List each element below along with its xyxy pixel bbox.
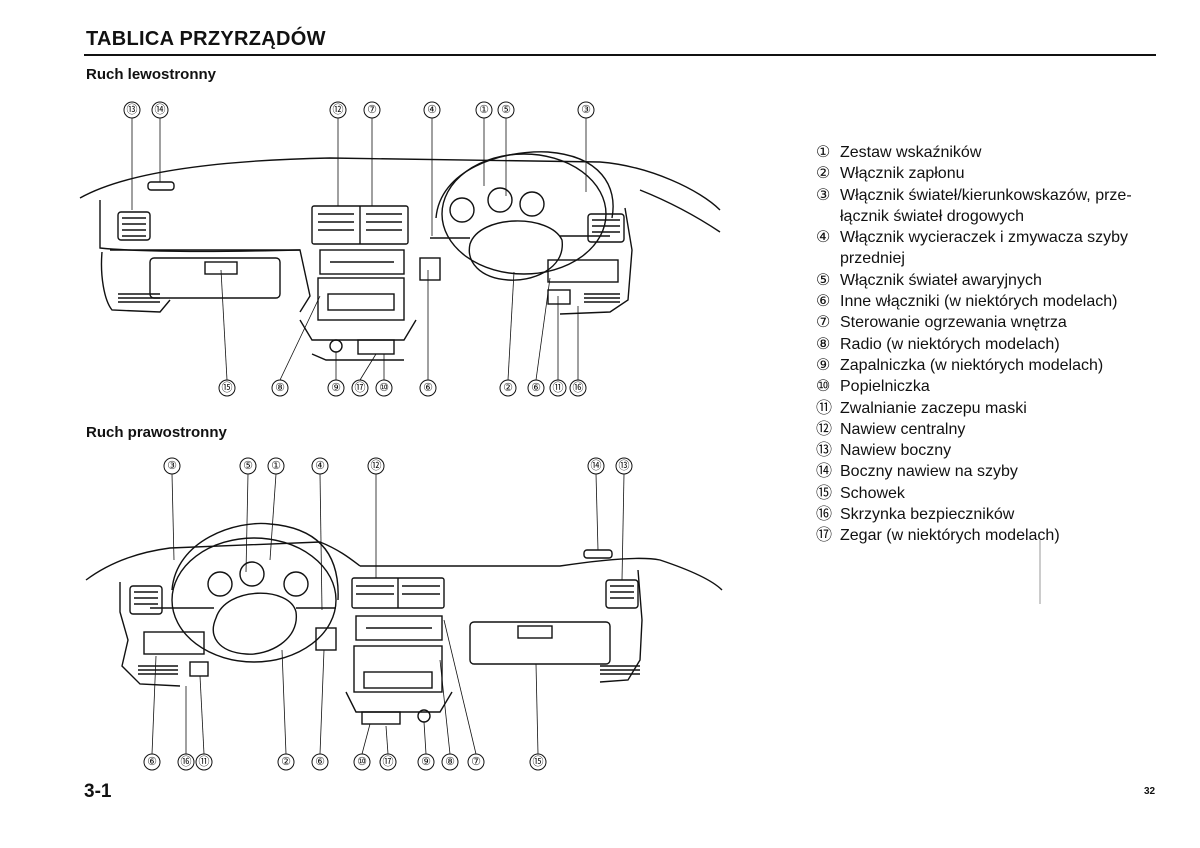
- rhd-callout-6a: ⑥: [147, 756, 157, 768]
- section-number: 3-1: [84, 781, 112, 802]
- rhd-callout-7: ⑦: [471, 756, 481, 768]
- lhd-callout-16: ⑯: [573, 381, 584, 394]
- lhd-callout-14: ⑭: [155, 103, 166, 116]
- lhd-callout-12: ⑫: [333, 103, 344, 116]
- page-number: 32: [1144, 786, 1156, 797]
- title-rule: [84, 54, 1156, 56]
- lhd-callout-5: ⑤: [501, 104, 511, 116]
- lhd-callout-11: ⑪: [553, 381, 564, 394]
- rhd-callout-16: ⑯: [181, 755, 192, 768]
- rhd-subheading: Ruch prawostronny: [86, 424, 227, 441]
- lhd-callout-6b: ⑥: [531, 382, 541, 394]
- lhd-callout-6a: ⑥: [423, 382, 433, 394]
- rhd-callout-6b: ⑥: [315, 756, 325, 768]
- page-title: TABLICA PRZYRZĄDÓW: [86, 28, 326, 50]
- lhd-callouts: [123, 101, 595, 397]
- rhd-callout-1: ①: [271, 460, 281, 472]
- rhd-dashboard-drawing: [85, 522, 723, 725]
- lhd-subheading: Ruch lewostronny: [86, 66, 217, 83]
- lhd-callout-4: ④: [427, 104, 437, 116]
- rhd-callout-2: ②: [281, 756, 291, 768]
- lhd-callout-13: ⑬: [127, 103, 138, 116]
- rhd-callouts: [143, 457, 633, 771]
- rhd-callout-15: ⑮: [533, 755, 544, 768]
- rhd-callout-4: ④: [315, 460, 325, 472]
- rhd-callout-13: ⑬: [619, 459, 630, 472]
- rhd-callout-10: ⑩: [357, 756, 367, 768]
- lhd-callout-9: ⑨: [331, 382, 341, 394]
- lhd-callout-15: ⑮: [222, 381, 233, 394]
- lhd-callout-17: ⑰: [355, 381, 366, 394]
- lhd-callout-7: ⑦: [367, 104, 377, 116]
- rhd-callout-11: ⑪: [199, 755, 210, 768]
- lhd-callout-10: ⑩: [379, 382, 389, 394]
- rhd-callout-17: ⑰: [383, 755, 394, 768]
- rhd-callout-9: ⑨: [421, 756, 431, 768]
- lhd-leader-lines: [131, 118, 587, 381]
- lhd-dashboard-drawing: [79, 151, 721, 361]
- lhd-callout-1: ①: [479, 104, 489, 116]
- lhd-callout-8: ⑧: [275, 382, 285, 394]
- rhd-callout-14: ⑭: [591, 459, 602, 472]
- rhd-leader-lines: [151, 473, 625, 755]
- rhd-callout-5: ⑤: [243, 460, 253, 472]
- rhd-callout-3: ③: [167, 460, 177, 472]
- lhd-callout-3: ③: [581, 104, 591, 116]
- lhd-callout-2: ②: [503, 382, 513, 394]
- rhd-callout-12: ⑫: [371, 459, 382, 472]
- rhd-callout-8: ⑧: [445, 756, 455, 768]
